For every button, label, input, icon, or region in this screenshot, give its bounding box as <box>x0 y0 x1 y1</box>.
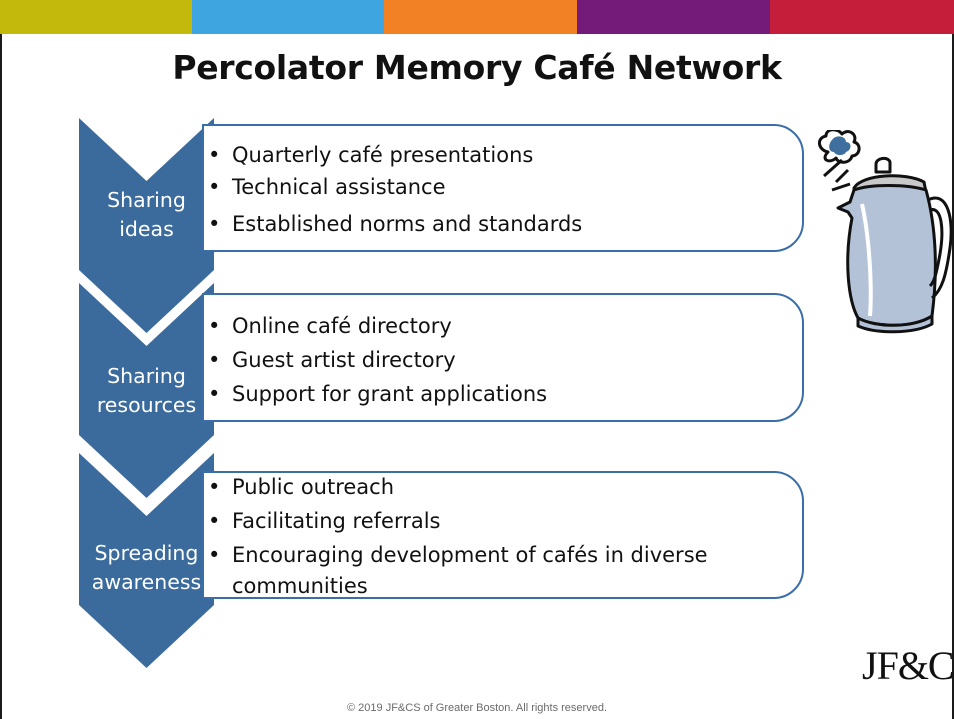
bullet-panel: • Online café directory • Guest artist dir… <box>202 293 804 422</box>
chevron-shape <box>79 118 214 333</box>
bullet-item: • Facilitating referrals <box>208 507 441 535</box>
frame-left-border <box>0 34 2 719</box>
chevron-shape <box>79 453 214 668</box>
band-segment-orange <box>384 0 577 34</box>
chevron-shape <box>79 283 214 498</box>
bullet-dot: • <box>208 143 221 167</box>
band-segment-red <box>770 0 954 34</box>
bullet-item: • Encouraging development of cafés in div… <box>208 541 708 569</box>
bullet-item: • Guest artist directory <box>208 346 456 374</box>
bullet-text: Facilitating referrals <box>232 509 441 533</box>
bullet-item: • Online café directory <box>208 312 452 340</box>
percolator-icon <box>818 130 953 334</box>
bullet-text: communities <box>232 574 368 598</box>
bullet-dot: • <box>208 314 221 338</box>
bullet-dot: • <box>208 212 221 236</box>
chevron-label-spreading-awareness: Spreading awareness <box>79 539 214 597</box>
copyright-footer: © 2019 JF&CS of Greater Boston. All righ… <box>347 702 607 714</box>
bullet-text: Technical assistance <box>232 175 446 199</box>
bullet-continuation: communities <box>232 572 368 600</box>
bullet-item: • Support for grant applications <box>208 380 548 408</box>
bullet-item: • Technical assistance <box>208 173 446 201</box>
chevron-label-line: Sharing <box>107 364 186 388</box>
bullet-text: Public outreach <box>232 475 395 499</box>
chevron-label-line: Spreading <box>94 541 199 565</box>
slide-title: Percolator Memory Café Network <box>172 48 782 87</box>
chevron-label-sharing-ideas: Sharing ideas <box>79 186 214 244</box>
chevron-label-line: Sharing <box>107 188 186 212</box>
bullet-text: Online café directory <box>232 314 452 338</box>
frame-right-border <box>952 34 954 719</box>
chevron-label-line: resources <box>96 393 197 417</box>
bullet-panel: • Quarterly café presentations • Technical… <box>202 124 804 252</box>
chevron-label-line: ideas <box>119 217 174 241</box>
band-segment-olive <box>0 0 192 34</box>
bullet-text: Encouraging development of cafés in dive… <box>232 543 708 567</box>
bullet-text: Quarterly café presentations <box>232 143 534 167</box>
chevron-label-sharing-resources: Sharing resources <box>79 362 214 420</box>
bullet-dot: • <box>208 348 221 372</box>
band-segment-blue <box>192 0 384 34</box>
bullet-text: Guest artist directory <box>232 348 456 372</box>
bullet-text: Support for grant applications <box>232 382 548 406</box>
chevron-label-line: awareness <box>91 570 202 594</box>
bullet-dot: • <box>208 175 221 199</box>
bullet-dot: • <box>208 509 221 533</box>
band-segment-purple <box>577 0 770 34</box>
bullet-dot: • <box>208 382 221 406</box>
bullet-dot: • <box>208 543 221 567</box>
color-band <box>0 0 954 34</box>
bullet-panel: • Public outreach • Facilitating referrals… <box>202 471 804 599</box>
bullet-item: • Quarterly café presentations <box>208 141 534 169</box>
bullet-dot: • <box>208 475 221 499</box>
bullet-text: Established norms and standards <box>232 212 583 236</box>
bullet-item: • Established norms and standards <box>208 210 583 238</box>
jfcs-logo: JF&CS <box>862 643 954 688</box>
bullet-item: • Public outreach <box>208 473 395 501</box>
